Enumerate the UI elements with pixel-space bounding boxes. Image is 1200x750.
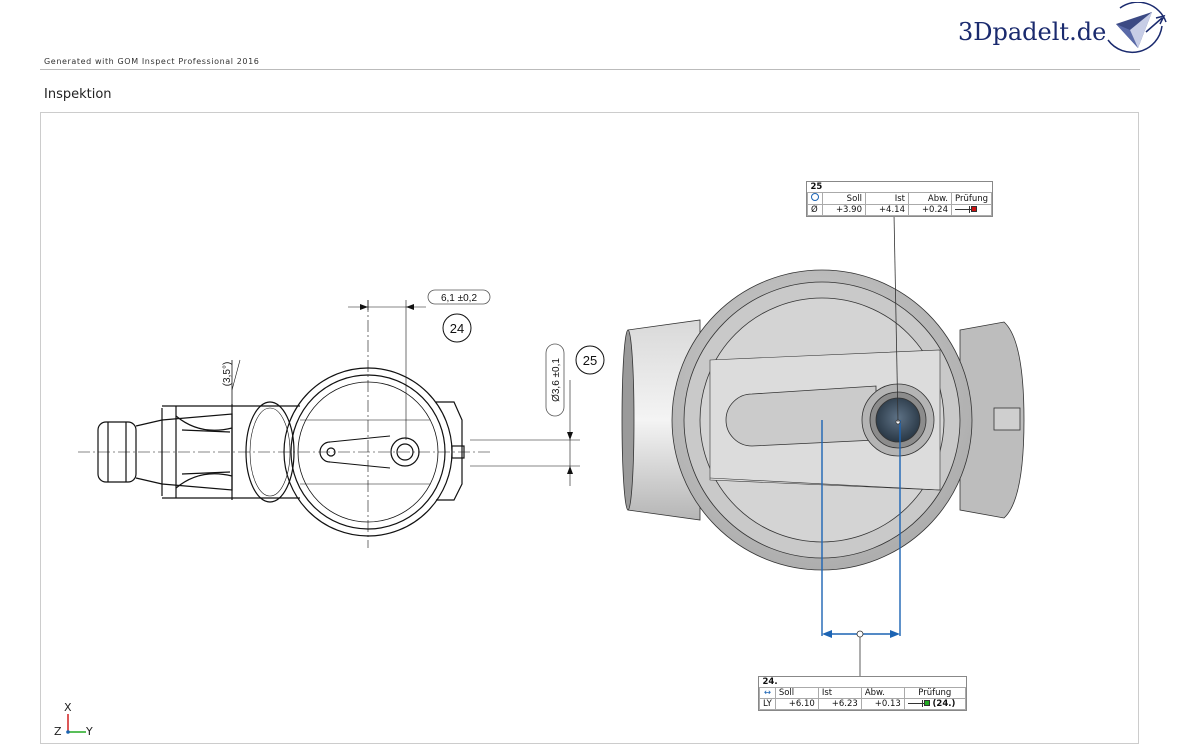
status-fail-icon	[971, 206, 977, 212]
value-ist: +4.14	[865, 204, 909, 216]
value-soll: +6.10	[774, 698, 819, 710]
tolerance-gauge	[950, 204, 993, 216]
header-pruefung: Prüfung	[950, 192, 993, 205]
axis-x-label: X	[64, 701, 72, 714]
dim-24-bubble: 24	[450, 321, 464, 336]
reference-label: (24.)	[932, 699, 956, 709]
header-pruefung: Prüfung	[903, 687, 966, 699]
axis-z-label: Z	[54, 725, 62, 738]
distance-icon: ↔	[759, 687, 776, 699]
value-abw: +0.13	[860, 698, 905, 710]
value-soll: +3.90	[822, 204, 866, 216]
callout-24[interactable]: 24. ↔ Soll Ist Abw. Prüfung LY +6.10 +6.…	[758, 676, 967, 711]
value-ist: +6.23	[817, 698, 862, 710]
axis-y-label: Y	[86, 725, 93, 738]
status-pass-icon	[923, 700, 930, 706]
header-abw: Abw.	[908, 192, 952, 205]
value-abw: +0.24	[908, 204, 952, 216]
rendered-part	[621, 269, 1025, 571]
dim-25-bubble: 25	[583, 353, 597, 368]
measurement-overlay	[821, 420, 901, 638]
circle-icon	[807, 192, 823, 205]
header-ist: Ist	[865, 192, 909, 205]
angle-label: (3,5°)	[222, 362, 233, 387]
header-abw: Abw.	[860, 687, 905, 699]
drawing-frame	[40, 112, 1139, 744]
page-title: Inspektion	[44, 87, 112, 102]
logo-icon	[1107, 2, 1167, 54]
callout-25-id: 25	[810, 182, 823, 192]
dim-25-tolerance: Ø3,6 ±0,1	[551, 358, 562, 402]
dim-24-tolerance: 6,1 ±0,2	[441, 293, 478, 304]
callout-25[interactable]: 25 Soll Ist Abw. Prüfung Ø +3.90 +4.14 +…	[806, 181, 994, 217]
generated-with-text: Generated with GOM Inspect Professional …	[44, 57, 260, 66]
callout-24-id: 24.	[762, 677, 778, 687]
header-soll: Soll	[822, 192, 866, 205]
header-soll: Soll	[774, 687, 819, 699]
logo-text: 3Dpadelt.de	[958, 18, 1107, 46]
diameter-symbol: Ø	[807, 204, 823, 216]
header-ist: Ist	[817, 687, 862, 699]
axis-symbol: LY	[759, 698, 776, 710]
tolerance-gauge: (24.)	[903, 698, 966, 710]
header-divider	[40, 69, 1140, 70]
coordinate-triad	[66, 714, 86, 734]
line-drawing	[78, 300, 580, 548]
